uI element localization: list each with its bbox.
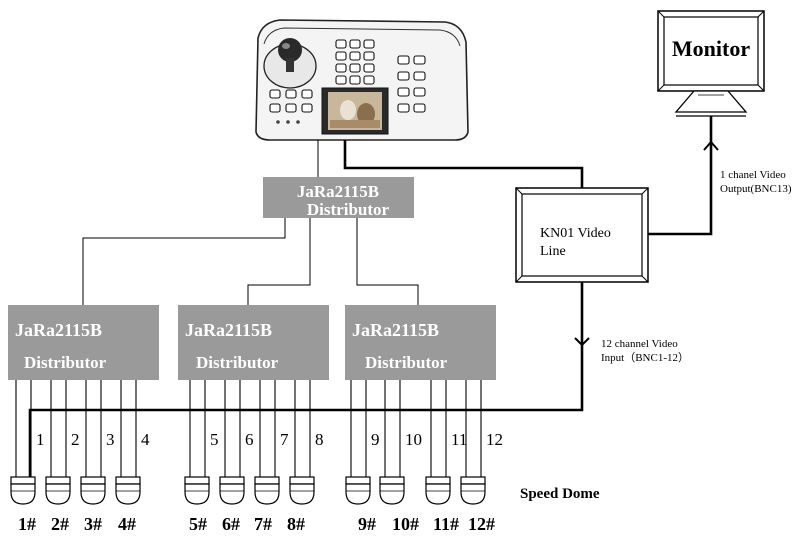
channel-number: 10 <box>405 430 422 449</box>
channel-cable <box>121 380 136 478</box>
input-note-1: 12 channel Video <box>601 338 678 350</box>
speed-dome-icon <box>426 477 450 504</box>
dome-label: 11# <box>433 514 459 534</box>
dome-label: 3# <box>84 514 102 534</box>
speed-dome-icon <box>380 477 404 504</box>
dome-label: 10# <box>392 514 419 534</box>
channel-cable <box>86 380 101 478</box>
channel-cable <box>225 380 240 478</box>
dome-label: 9# <box>358 514 376 534</box>
top-distributor: JaRa2115B Distributor <box>263 177 414 219</box>
dome-label: 8# <box>287 514 305 534</box>
channel-cable <box>431 380 446 478</box>
speed-dome-icon <box>81 477 105 504</box>
speed-dome-label: Speed Dome <box>520 486 600 502</box>
distributor-1: JaRa2115B Distributor <box>8 305 159 380</box>
speed-dome-icon <box>11 477 35 504</box>
dome-label: 5# <box>189 514 207 534</box>
channel-number: 1 <box>36 430 45 449</box>
channel-number: 4 <box>141 430 150 449</box>
dome-label: 6# <box>222 514 240 534</box>
video-signal-lines <box>30 116 711 478</box>
dome-label: 12# <box>468 514 495 534</box>
speed-dome-icon <box>116 477 140 504</box>
channel-group: 11#22#33#44#55#66#77#88#99#1010#1111#121… <box>11 380 503 534</box>
keyboard-controller-icon <box>256 20 468 140</box>
speed-dome-icon <box>346 477 370 504</box>
dome-label: 1# <box>18 514 36 534</box>
distributor-model: JaRa2115B <box>185 320 272 340</box>
output-note-2: Output(BNC13) <box>720 183 792 195</box>
distributor-2: JaRa2115B Distributor <box>178 305 329 380</box>
monitor-icon <box>658 11 764 116</box>
channel-number: 7 <box>280 430 289 449</box>
control-wiring <box>83 140 418 305</box>
input-note-2: Input（BNC1-12） <box>601 351 689 364</box>
speed-dome-icon <box>290 477 314 504</box>
channel-cable <box>295 380 310 478</box>
channel-number: 9 <box>371 430 380 449</box>
channel-number: 8 <box>315 430 324 449</box>
output-note-1: 1 chanel Video <box>720 169 786 181</box>
top-distributor-model: JaRa2115B <box>297 182 379 201</box>
channel-number: 6 <box>245 430 254 449</box>
channel-number: 11 <box>451 430 467 449</box>
distributor-model: JaRa2115B <box>15 320 102 340</box>
channel-number: 5 <box>210 430 219 449</box>
dome-label: 4# <box>118 514 136 534</box>
channel-number: 3 <box>106 430 115 449</box>
distributor-3: JaRa2115B Distributor <box>345 305 496 380</box>
monitor-label: Monitor <box>672 36 750 61</box>
video-line-label-2: Line <box>540 244 566 259</box>
dome-label: 7# <box>254 514 272 534</box>
channel-number: 12 <box>486 430 503 449</box>
channel-cable <box>351 380 366 478</box>
channel-cable <box>260 380 275 478</box>
distributor-name: Distributor <box>24 353 107 372</box>
distributor-name: Distributor <box>196 353 279 372</box>
speed-dome-icon <box>185 477 209 504</box>
channel-cable <box>466 380 481 478</box>
distributor-name: Distributor <box>365 353 448 372</box>
channel-cable <box>51 380 66 478</box>
dome-label: 2# <box>51 514 69 534</box>
speed-dome-icon <box>220 477 244 504</box>
speed-dome-icon <box>255 477 279 504</box>
distributor-model: JaRa2115B <box>352 320 439 340</box>
channel-cable <box>385 380 400 478</box>
channel-number: 2 <box>71 430 80 449</box>
channel-cable <box>190 380 205 478</box>
speed-dome-icon <box>461 477 485 504</box>
top-distributor-name: Distributor <box>307 200 390 219</box>
video-line-label-1: KN01 Video <box>540 226 611 241</box>
speed-dome-icon <box>46 477 70 504</box>
